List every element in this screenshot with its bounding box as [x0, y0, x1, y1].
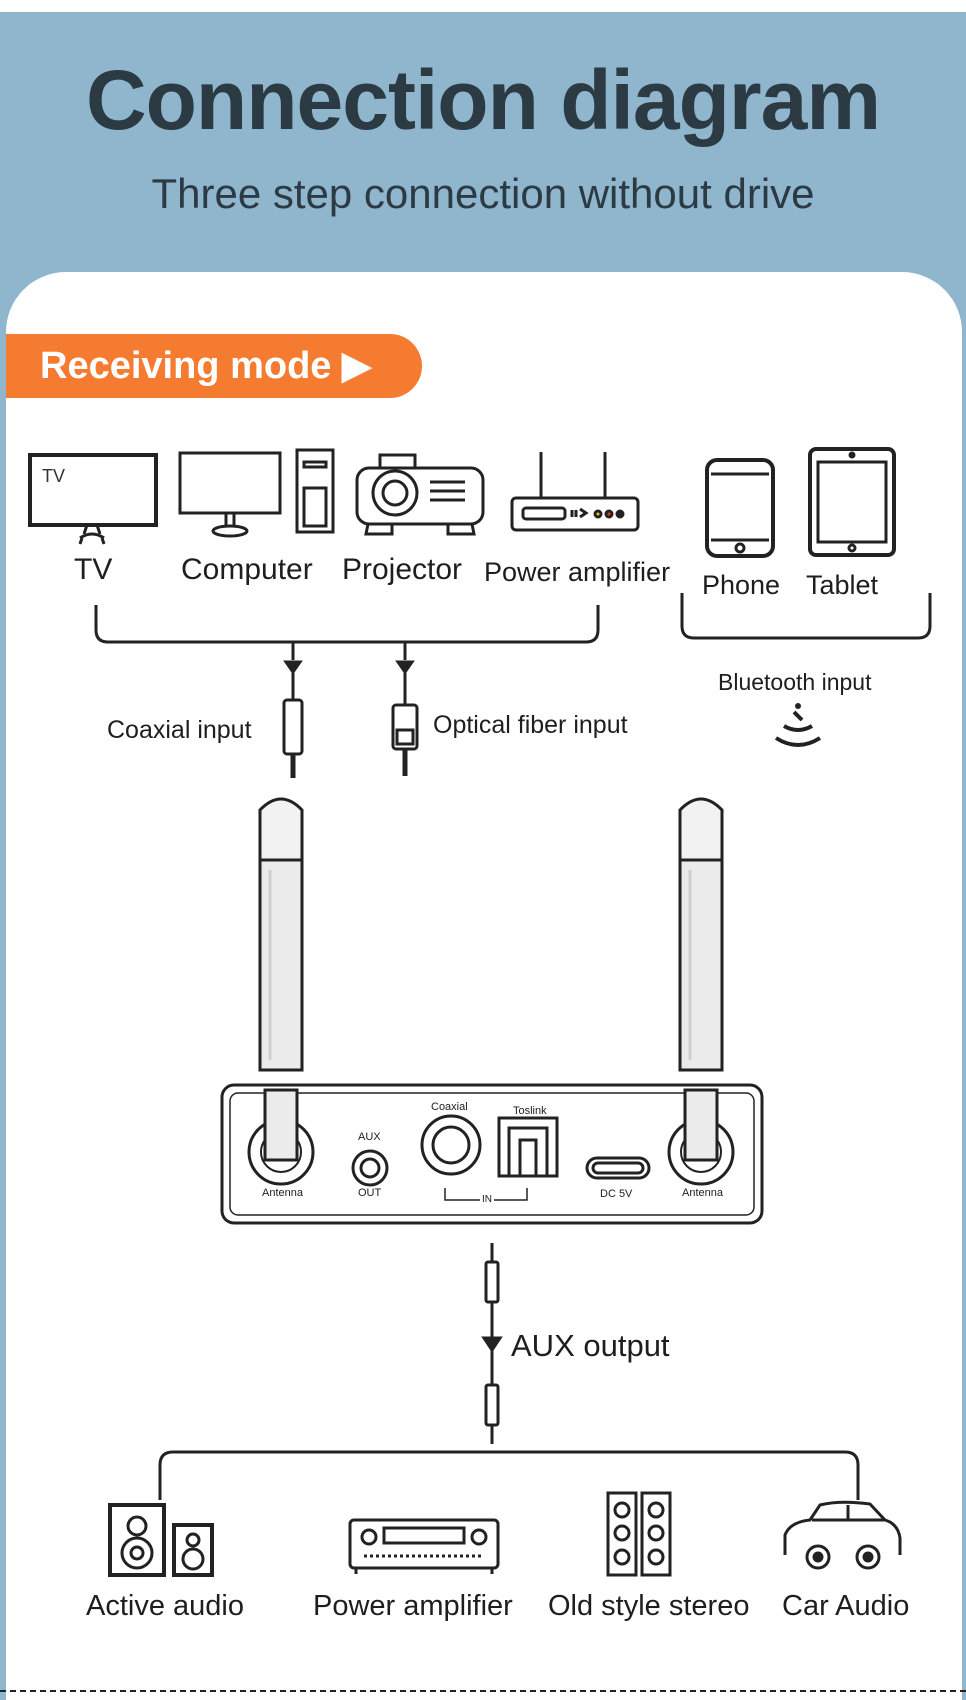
phone-icon [705, 458, 775, 558]
car-icon [783, 1500, 902, 1570]
panel-label-coaxial: Coaxial [431, 1101, 468, 1113]
source-label-computer: Computer [181, 553, 313, 586]
source-label-phone: Phone [702, 570, 781, 600]
optical-connector-icon [391, 642, 419, 776]
output-bracket [158, 1450, 860, 1500]
panel-label-aux: AUX [358, 1131, 381, 1143]
output-label-old-style-stereo: Old style stereo [548, 1590, 750, 1622]
tv-screen-text: TV [42, 466, 66, 486]
left-antenna-icon [258, 797, 304, 1072]
tv-icon [28, 453, 158, 545]
panel-label-antenna-left: Antenna [262, 1187, 303, 1199]
coaxial-connector-icon [282, 642, 304, 778]
coaxial-input-label: Coaxial input [107, 716, 252, 744]
output-label-car-audio: Car Audio [782, 1590, 910, 1622]
projector-icon [355, 453, 485, 536]
right-antenna-icon [678, 797, 724, 1072]
old-style-stereo-icon [606, 1491, 672, 1577]
output-label-power-amplifier: Power amplifier [313, 1590, 513, 1622]
computer-icon [178, 448, 335, 538]
aux-cable-icon [481, 1243, 503, 1444]
top-border [0, 0, 966, 12]
bluetooth-input-label: Bluetooth input [718, 669, 872, 695]
power-amplifier-output-icon [348, 1518, 500, 1574]
section-divider [0, 1690, 966, 1692]
source-label-tv: TV [74, 553, 113, 586]
bluetooth-bracket [680, 593, 932, 640]
page-subtitle: Three step connection without drive [151, 170, 815, 217]
page-title: Connection diagram [85, 53, 881, 147]
source-bracket [94, 605, 600, 644]
source-label-power-amplifier: Power amplifier [484, 557, 671, 587]
source-label-projector: Projector [342, 553, 463, 586]
output-label-active-audio: Active audio [86, 1590, 244, 1622]
source-label-tablet: Tablet [806, 570, 879, 600]
optical-input-label: Optical fiber input [433, 711, 628, 739]
panel-label-in: IN [480, 1194, 494, 1205]
bluetooth-signal-icon [774, 703, 822, 747]
panel-label-dc: DC 5V [600, 1188, 633, 1200]
power-amplifier-source-icon [510, 452, 640, 532]
tablet-icon [808, 447, 896, 557]
panel-label-toslink: Toslink [513, 1105, 547, 1117]
panel-label-out: OUT [358, 1187, 382, 1199]
aux-output-label: AUX output [511, 1328, 670, 1363]
active-audio-icon [108, 1503, 214, 1577]
receiving-mode-badge: Receiving mode ▶ [6, 334, 422, 398]
panel-label-antenna-right: Antenna [682, 1187, 723, 1199]
receiver-device-panel [220, 1083, 764, 1225]
